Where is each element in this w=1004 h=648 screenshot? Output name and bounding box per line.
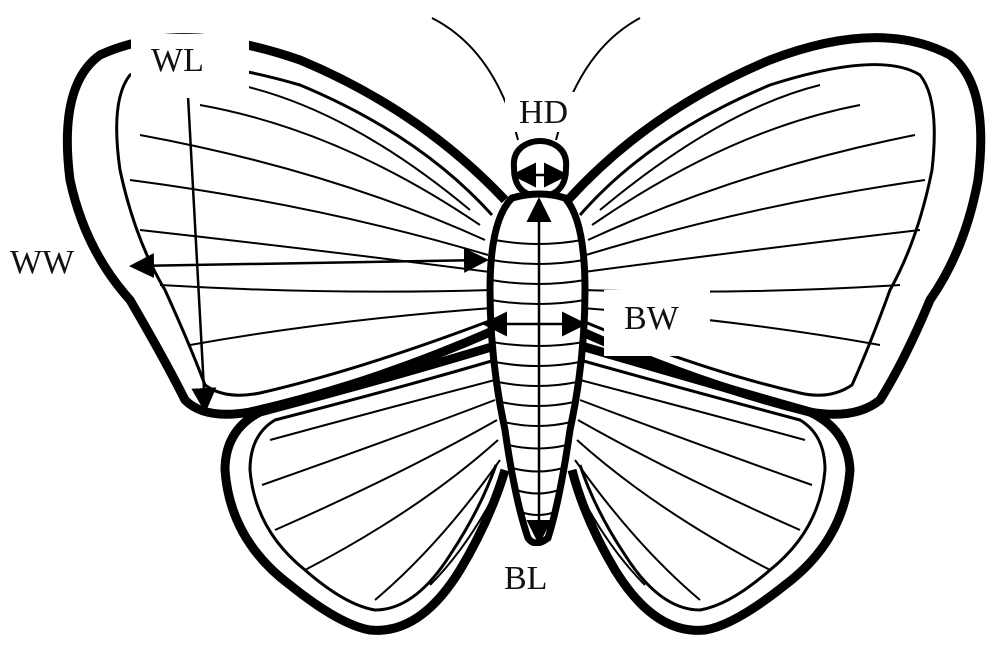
wing-width-label: WW (10, 246, 74, 280)
body-length-label: BL (486, 546, 586, 596)
body (490, 194, 585, 543)
right-hindwing (572, 345, 850, 630)
body-width-label: BW (604, 290, 710, 356)
wing-length-label: WL (131, 34, 249, 98)
head-width-label: HD (505, 92, 585, 132)
left-hindwing (225, 345, 505, 630)
head (514, 141, 566, 196)
